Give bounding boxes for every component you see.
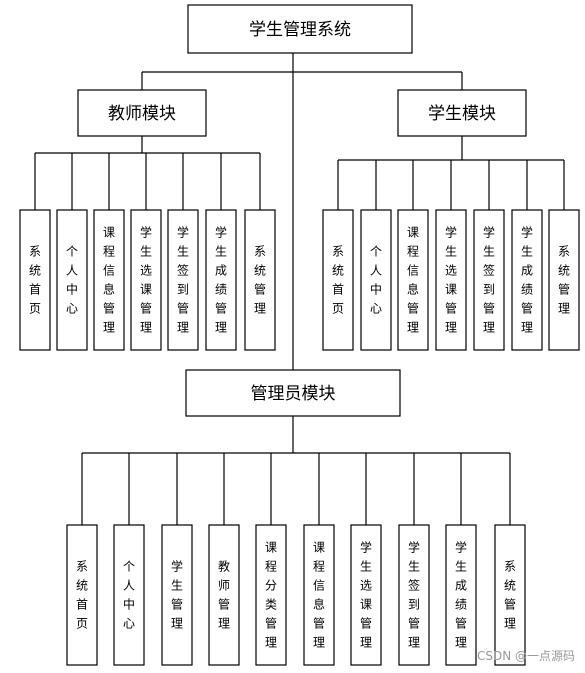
teacher-item-box <box>205 209 237 351</box>
admin-item: 学生选课管理 <box>350 524 382 666</box>
admin-item-label: 学生成绩管理 <box>455 540 467 650</box>
admin-item-box <box>113 524 145 666</box>
admin-item: 学生签到管理 <box>398 524 430 666</box>
admin-item-label: 系统首页 <box>76 560 88 631</box>
teacher-module-node-box <box>77 89 207 137</box>
teacher-module-node-label: 教师模块 <box>108 104 176 124</box>
admin-item-box <box>255 524 287 666</box>
admin-item-label: 学生签到管理 <box>408 540 420 650</box>
admin-item-label: 系统管理 <box>504 560 516 631</box>
admin-item: 教师管理 <box>208 524 240 666</box>
teacher-item: 课程信息管理 <box>93 209 125 351</box>
teacher-module-node: 教师模块 <box>77 89 207 137</box>
teacher-item-box <box>19 209 51 351</box>
teacher-item-box <box>56 209 88 351</box>
admin-item: 系统管理 <box>494 524 526 666</box>
student-item: 学生成绩管理 <box>511 209 543 351</box>
student-module-node: 学生模块 <box>397 89 527 137</box>
teacher-item: 系统首页 <box>19 209 51 351</box>
student-item-label: 学生选课管理 <box>445 225 457 335</box>
student-module-node-label: 学生模块 <box>428 104 496 124</box>
teacher-item-label: 系统首页 <box>29 245 41 316</box>
admin-item-label: 学生选课管理 <box>360 540 372 650</box>
teacher-item-label: 系统管理 <box>254 245 266 316</box>
teacher-item: 系统管理 <box>244 209 276 351</box>
student-item-label: 系统管理 <box>558 245 570 316</box>
teacher-item-label: 个人中心 <box>66 245 78 316</box>
teacher-item-label: 学生签到管理 <box>177 225 189 335</box>
root-node: 学生管理系统 <box>187 4 413 54</box>
student-item-box <box>397 209 429 351</box>
admin-item-box <box>494 524 526 666</box>
admin-item-box <box>66 524 98 666</box>
admin-item: 学生成绩管理 <box>445 524 477 666</box>
admin-item: 个人中心 <box>113 524 145 666</box>
admin-item-box <box>350 524 382 666</box>
teacher-item-box <box>93 209 125 351</box>
student-module-node-box <box>397 89 527 137</box>
admin-item-box <box>303 524 335 666</box>
student-item: 系统管理 <box>548 209 580 351</box>
student-item-label: 个人中心 <box>370 245 382 316</box>
watermark: CSDN @一点源码 <box>477 649 575 663</box>
student-item: 学生签到管理 <box>473 209 505 351</box>
admin-item-label: 教师管理 <box>218 559 230 631</box>
student-item-box <box>322 209 354 351</box>
admin-item-box <box>398 524 430 666</box>
admin-item: 系统首页 <box>66 524 98 666</box>
teacher-item: 学生签到管理 <box>167 209 199 351</box>
admin-item-box <box>161 524 193 666</box>
admin-item-box <box>208 524 240 666</box>
teacher-item-box <box>167 209 199 351</box>
teacher-item-box <box>244 209 276 351</box>
teacher-item: 学生选课管理 <box>130 209 162 351</box>
admin-item: 课程分类管理 <box>255 524 287 666</box>
admin-module-node-label: 管理员模块 <box>251 384 336 404</box>
admin-module-node: 管理员模块 <box>185 369 401 417</box>
student-item: 课程信息管理 <box>397 209 429 351</box>
admin-module-node-box <box>185 369 401 417</box>
student-item-box <box>435 209 467 351</box>
admin-item-box <box>445 524 477 666</box>
student-item-box <box>473 209 505 351</box>
admin-item-label: 课程信息管理 <box>313 541 325 650</box>
diagram-nodes: 学生管理系统教师模块系统首页个人中心课程信息管理学生选课管理学生签到管理学生成绩… <box>19 4 580 666</box>
student-item-label: 学生签到管理 <box>483 225 495 335</box>
admin-item: 学生管理 <box>161 524 193 666</box>
student-item: 学生选课管理 <box>435 209 467 351</box>
connector-lines <box>34 53 565 525</box>
teacher-item: 学生成绩管理 <box>205 209 237 351</box>
student-item-label: 系统首页 <box>332 245 344 316</box>
student-item-box <box>511 209 543 351</box>
root-node-label: 学生管理系统 <box>249 20 351 40</box>
student-item-box <box>548 209 580 351</box>
teacher-item-label: 课程信息管理 <box>103 226 115 335</box>
admin-item-label: 学生管理 <box>171 559 183 631</box>
teacher-item: 个人中心 <box>56 209 88 351</box>
student-item-label: 学生成绩管理 <box>521 225 533 335</box>
admin-item-label: 个人中心 <box>123 560 135 631</box>
student-item-label: 课程信息管理 <box>407 226 419 335</box>
teacher-item-label: 学生选课管理 <box>140 225 152 335</box>
admin-item: 课程信息管理 <box>303 524 335 666</box>
student-item-box <box>360 209 392 351</box>
student-item: 个人中心 <box>360 209 392 351</box>
student-item: 系统首页 <box>322 209 354 351</box>
admin-item-label: 课程分类管理 <box>265 541 277 650</box>
teacher-item-label: 学生成绩管理 <box>215 225 227 335</box>
teacher-item-box <box>130 209 162 351</box>
root-node-box <box>187 4 413 54</box>
